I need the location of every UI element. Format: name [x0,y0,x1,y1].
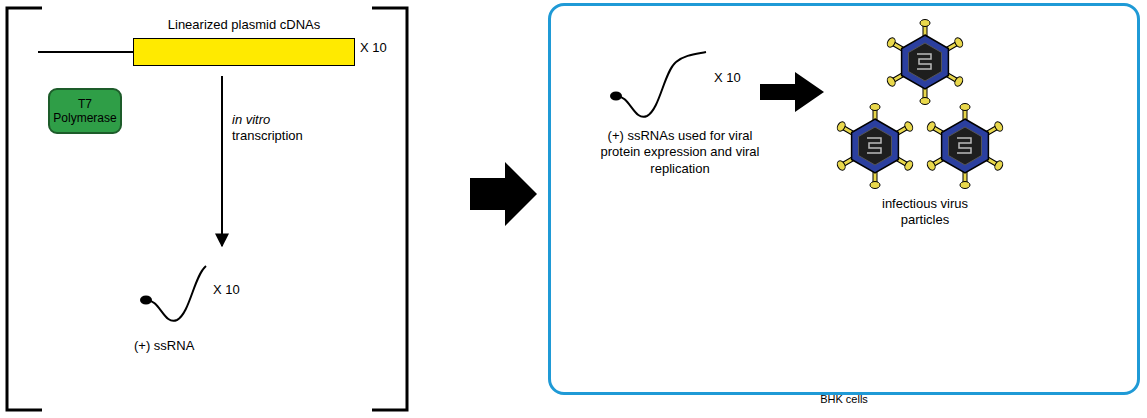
block-arrow [760,72,824,112]
heading: BHK cells [551,393,1137,406]
bracket [372,8,407,410]
virus-particle [926,104,1005,189]
cell-region: BHK cells [548,3,1140,395]
rna-strand [140,266,206,321]
plasmid-box: Linearized plasmid cDNAs [133,38,355,66]
count-label: X 10 [360,40,387,56]
molecule-label: (+) ssRNAs used for viral protein expres… [596,128,764,177]
count-label: X 10 [213,282,240,298]
process-label: in vitro [232,112,270,128]
plasmid-line [38,51,133,53]
block-arrow [470,162,537,226]
transcription-arrow [221,76,223,246]
virus-particle [836,104,915,189]
box-label: T7 Polymerase [49,92,120,131]
process-label: transcription [232,128,303,144]
particle-label: infectious virus particles [865,196,985,229]
molecule-label: (+) ssRNA [134,338,194,354]
heading: Linearized plasmid cDNAs [94,17,394,33]
virus-particle [886,20,965,105]
enzyme-box: T7 Polymerase [48,88,122,134]
count-label: X 10 [714,70,741,86]
rna-strand [610,52,706,117]
bracket [7,8,42,410]
